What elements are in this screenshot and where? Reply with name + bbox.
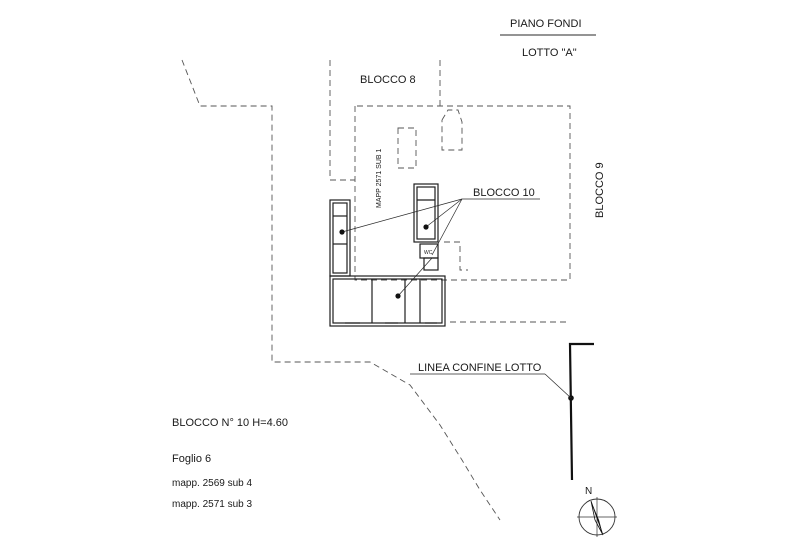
dashed-small-rect (397, 127, 417, 169)
building-left-wing (329, 199, 351, 277)
building-tower (413, 183, 439, 243)
mapp-line-1: mapp. 2569 sub 4 (172, 478, 252, 489)
floor-label: PIANO FONDI (510, 18, 582, 30)
mapp-line-2: mapp. 2571 sub 3 (172, 499, 252, 510)
blocco-8-outline (329, 60, 355, 181)
lot-label: LOTTO "A" (522, 47, 577, 59)
blocco-10-label: BLOCCO 10 (473, 187, 535, 199)
dashed-stair-bottom (444, 241, 468, 271)
wc-room (419, 243, 439, 271)
mapp-sub-label: MAPP 2571 SUB 1 (376, 148, 383, 208)
dashed-stair-top (441, 109, 463, 151)
lot-boundary-line (568, 342, 594, 481)
linea-confine-leader (544, 373, 572, 399)
blocco-title: BLOCCO N° 10 H=4.60 (172, 417, 288, 429)
wc-label: WC (424, 250, 433, 256)
blocco-9-label: BLOCCO 9 (594, 162, 606, 218)
north-label: N (585, 486, 592, 497)
foglio-label: Foglio 6 (172, 453, 211, 465)
blocco-9-outline (354, 105, 571, 281)
blocco-10-leaders (339, 198, 463, 299)
linea-confine-label: LINEA CONFINE LOTTO (418, 362, 542, 374)
building-lower-block (329, 275, 446, 327)
north-arrow-icon (577, 497, 617, 537)
dashed-boundary-left (181, 59, 501, 521)
blocco-8-label: BLOCCO 8 (360, 74, 416, 86)
